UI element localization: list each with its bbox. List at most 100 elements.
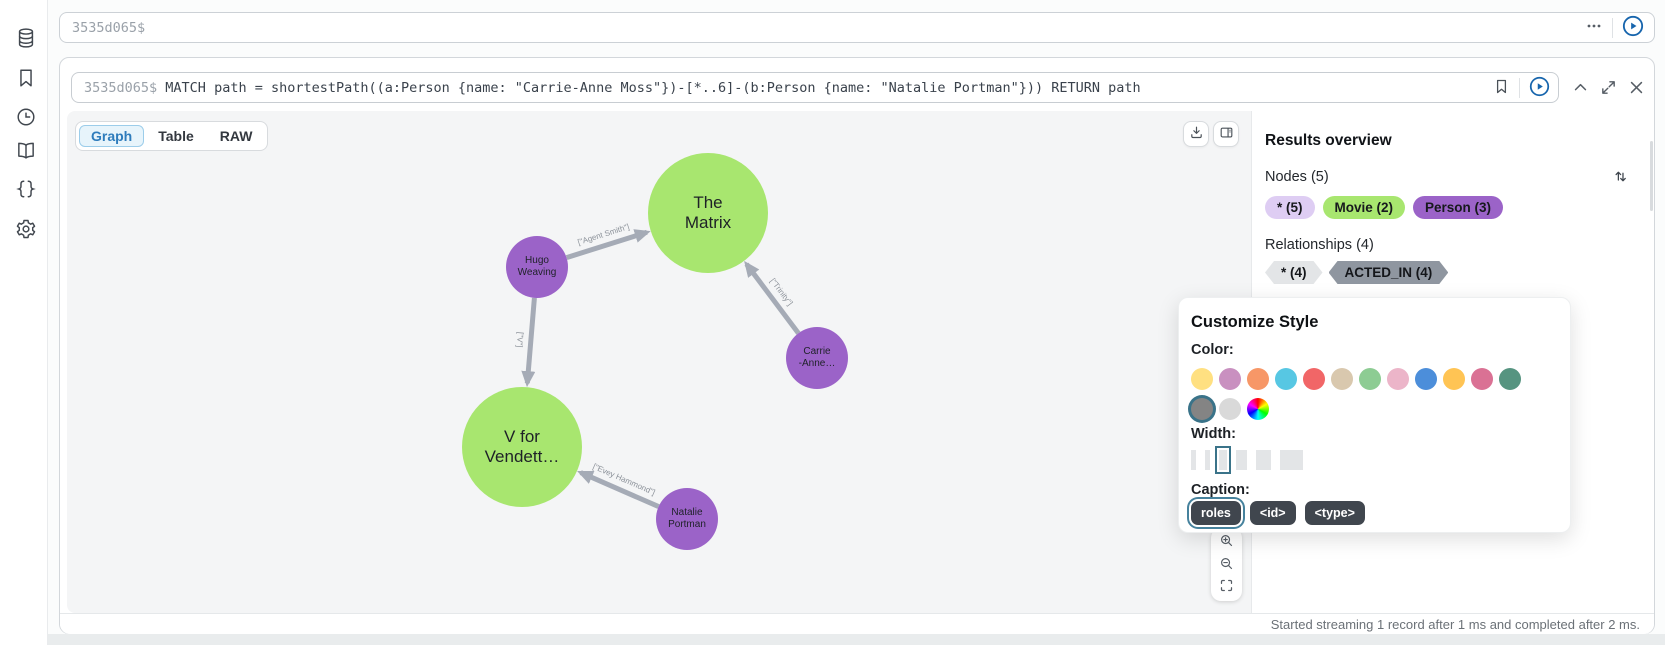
- color-swatch-tan[interactable]: [1331, 368, 1353, 390]
- node-pill-movie[interactable]: Movie (2): [1322, 196, 1406, 219]
- graph-edge-acted-in[interactable]: [521, 297, 537, 388]
- view-tabs: Graph Table RAW: [75, 121, 269, 151]
- sidebar-code-snippets-button[interactable]: [11, 175, 41, 205]
- zoom-out-button[interactable]: [1219, 556, 1234, 574]
- node-label-line: Matrix: [684, 213, 732, 232]
- width-option-5[interactable]: [1256, 450, 1271, 470]
- book-icon: [15, 140, 37, 165]
- graph-node-hugo-weaving[interactable]: Hugo Weaving: [506, 236, 568, 298]
- node-label-line: The: [693, 193, 723, 212]
- sidebar-history-button[interactable]: [11, 103, 41, 133]
- rainbow-color-picker-swatch[interactable]: [1247, 398, 1269, 420]
- graph-canvas[interactable]: ["Agent Smith"] ["Trinity"] ["V"] ["Evey…: [67, 111, 1251, 613]
- relationship-badges: * (4) ACTED_IN (4): [1265, 261, 1654, 284]
- edge-caption: ["Agent Smith"]: [577, 222, 631, 247]
- expand-frame-button[interactable]: [1600, 79, 1617, 99]
- relationship-badge-acted-in[interactable]: ACTED_IN (4): [1329, 261, 1449, 284]
- tab-graph[interactable]: Graph: [79, 125, 145, 147]
- customize-style-title: Customize Style: [1191, 313, 1319, 331]
- color-swatch-orchid[interactable]: [1219, 368, 1241, 390]
- close-frame-button[interactable]: [1628, 79, 1645, 99]
- color-swatch-amber[interactable]: [1443, 368, 1465, 390]
- node-label-line: Natalie: [671, 507, 703, 518]
- left-sidebar: [0, 0, 48, 645]
- width-option-4[interactable]: [1236, 450, 1247, 470]
- width-option-2[interactable]: [1205, 450, 1210, 470]
- color-swatch-orange[interactable]: [1247, 368, 1269, 390]
- graph-node-natalie-portman[interactable]: Natalie Portman: [656, 488, 718, 550]
- command-input-bar[interactable]: 3535d065$: [59, 12, 1655, 43]
- color-swatch-red[interactable]: [1303, 368, 1325, 390]
- graph-node-the-matrix[interactable]: The Matrix: [648, 153, 768, 273]
- graph-edge-acted-in[interactable]: [577, 470, 660, 509]
- node-pill-person[interactable]: Person (3): [1413, 196, 1504, 219]
- sidebar-settings-button[interactable]: [11, 215, 41, 245]
- main-content: 3535d065$ 3535d065$ MATCH path = shortes…: [48, 0, 1665, 645]
- color-swatch-sky-blue[interactable]: [1275, 368, 1297, 390]
- play-icon: [1622, 15, 1644, 40]
- download-graph-button[interactable]: [1183, 121, 1209, 147]
- color-swatch-pink[interactable]: [1387, 368, 1409, 390]
- bottom-gutter: [48, 634, 1665, 645]
- tab-table[interactable]: Table: [146, 125, 206, 147]
- color-swatch-yellow[interactable]: [1191, 368, 1213, 390]
- color-swatch-light-gray[interactable]: [1219, 398, 1241, 420]
- rerun-query-button[interactable]: [1529, 76, 1550, 100]
- more-options-button[interactable]: [1585, 17, 1603, 38]
- ellipsis-icon: [1585, 17, 1603, 38]
- sidebar-bookmarks-button[interactable]: [11, 64, 41, 94]
- zoom-in-icon: [1219, 533, 1234, 551]
- zoom-to-fit-button[interactable]: [1219, 578, 1234, 596]
- width-options: [1191, 446, 1558, 474]
- width-option-6[interactable]: [1280, 450, 1303, 470]
- clock-icon: [15, 106, 37, 131]
- graph-edge-acted-in[interactable]: [565, 229, 651, 260]
- node-pill-all[interactable]: * (5): [1265, 196, 1315, 219]
- color-swatch-gray-selected[interactable]: [1191, 398, 1213, 420]
- node-label-line: Weaving: [517, 267, 557, 278]
- sort-results-button[interactable]: [1612, 168, 1629, 188]
- collapse-frame-button[interactable]: [1572, 79, 1589, 99]
- zoom-in-button[interactable]: [1219, 533, 1234, 551]
- caption-option-roles[interactable]: roles: [1191, 501, 1241, 525]
- graph-node-carrie-anne-moss[interactable]: Carrie -Anne…: [786, 327, 848, 389]
- results-overview-title: Results overview: [1265, 132, 1392, 149]
- expand-icon: [1600, 79, 1617, 99]
- color-swatch-teal-green[interactable]: [1499, 368, 1521, 390]
- graph-edge-acted-in[interactable]: [744, 260, 801, 335]
- bookmark-icon: [1493, 78, 1510, 98]
- query-editor[interactable]: 3535d065$ MATCH path = shortestPath((a:P…: [71, 72, 1559, 103]
- divider: [1519, 77, 1520, 98]
- width-option-1[interactable]: [1191, 450, 1196, 470]
- results-scrollbar[interactable]: [1650, 141, 1653, 211]
- side-panel-toggle-button[interactable]: [1213, 121, 1239, 147]
- node-label-line: Portman: [668, 519, 706, 530]
- nodes-heading: Nodes (5): [1265, 169, 1329, 185]
- color-swatch-rose[interactable]: [1471, 368, 1493, 390]
- sidebar-documentation-button[interactable]: [11, 137, 41, 167]
- download-icon: [1189, 125, 1204, 143]
- caption-option-type[interactable]: <type>: [1304, 501, 1365, 525]
- bookmark-icon: [15, 67, 37, 92]
- gear-icon: [15, 218, 37, 243]
- node-label-line: Carrie: [803, 346, 831, 357]
- color-swatch-green[interactable]: [1359, 368, 1381, 390]
- sidebar-database-button[interactable]: [11, 24, 41, 54]
- customize-style-popup: Customize Style Color:: [1178, 297, 1571, 533]
- close-icon: [1628, 79, 1645, 99]
- width-option-3-selected[interactable]: [1215, 446, 1231, 474]
- relationship-badge-all[interactable]: * (4): [1265, 261, 1323, 284]
- node-label-line: Vendett…: [484, 447, 560, 466]
- zoom-controls: [1211, 528, 1242, 601]
- graph-node-v-for-vendetta[interactable]: V for Vendett…: [462, 387, 582, 507]
- query-text: 3535d065$ MATCH path = shortestPath((a:P…: [84, 80, 1493, 96]
- command-bar-actions: [1585, 15, 1654, 40]
- edge-caption: ["Trinity"]: [768, 277, 794, 308]
- color-swatch-blue[interactable]: [1415, 368, 1437, 390]
- save-bookmark-button[interactable]: [1493, 78, 1510, 98]
- run-command-button[interactable]: [1622, 15, 1644, 40]
- caption-option-id[interactable]: <id>: [1249, 501, 1296, 525]
- node-label-line: V for: [504, 427, 540, 446]
- tab-raw[interactable]: RAW: [208, 125, 265, 147]
